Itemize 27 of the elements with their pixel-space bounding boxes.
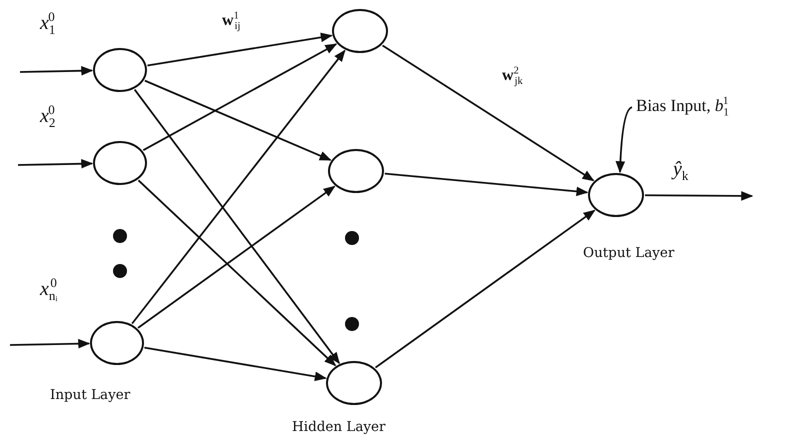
neuron-circle xyxy=(332,9,388,53)
arrow xyxy=(616,106,632,174)
arrow xyxy=(144,80,332,161)
arrow xyxy=(138,180,336,366)
arrow xyxy=(142,43,338,151)
layer-label: Input Layer xyxy=(50,388,130,403)
neuron-circle xyxy=(93,48,147,92)
neuron-circle xyxy=(90,321,144,365)
layer-label: Output Layer xyxy=(583,246,674,261)
arrow xyxy=(374,210,596,368)
arrow xyxy=(20,66,94,76)
arrow xyxy=(18,158,94,169)
arrow xyxy=(147,32,333,66)
arrow xyxy=(10,338,90,349)
neuron-circle xyxy=(326,361,382,405)
neuron-circle xyxy=(588,173,644,217)
arrow xyxy=(138,186,336,329)
arrow xyxy=(131,50,346,324)
arrow xyxy=(144,346,327,382)
arrow xyxy=(384,172,588,196)
neuron-circle xyxy=(93,141,147,185)
edge-label: ŷ$_{k}$ xyxy=(673,158,688,180)
arrow xyxy=(382,44,594,182)
arrow xyxy=(645,191,754,201)
neuron-circle xyxy=(328,149,384,193)
layer-label: Hidden Layer xyxy=(292,420,386,435)
arrow xyxy=(134,89,340,364)
